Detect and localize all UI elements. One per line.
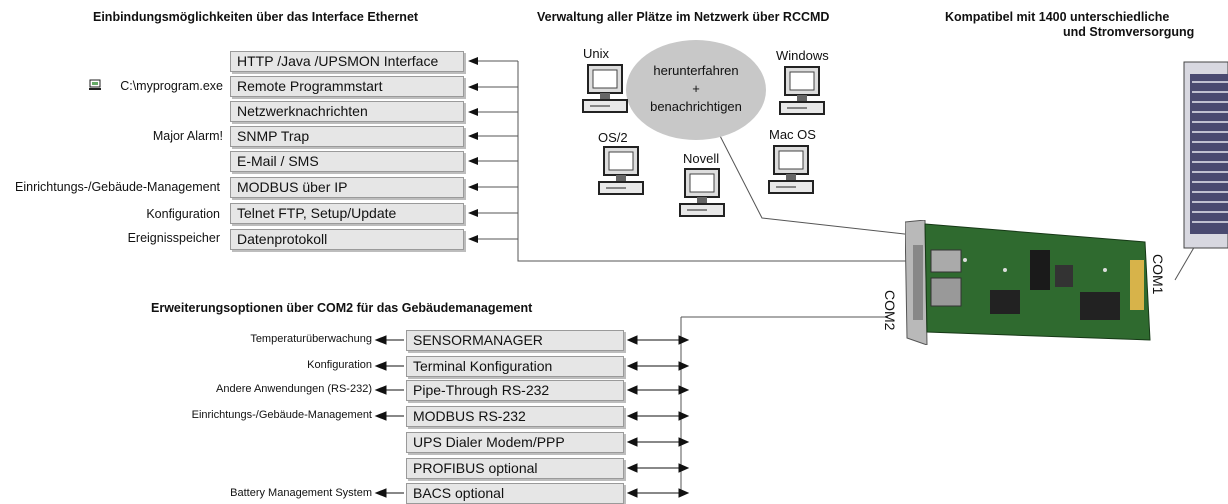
side-label: Einrichtungs-/Gebäude-Management [191,409,372,421]
heading-compat-2: und Stromversorgung [1063,25,1195,39]
os-label-windows: Windows [776,48,829,63]
com2-option: BACS optional [406,483,624,504]
os-label-novell: Novell [683,151,720,166]
port-label-com1: COM1 [1150,254,1166,295]
ethernet-option: Telnet FTP, Setup/Update [230,203,464,224]
heading-com2: Erweiterungsoptionen über COM2 für das G… [151,301,533,315]
computer-icon [89,79,101,91]
ethernet-option: MODBUS über IP [230,177,464,198]
side-label: Konfiguration [146,207,220,221]
heading-rccmd: Verwaltung aller Plätze im Netzwerk über… [537,10,830,24]
com2-option: Pipe-Through RS-232 [406,380,624,401]
os-label-unix: Unix [583,46,610,61]
side-label: Einrichtungs-/Gebäude-Management [15,180,220,194]
com2-option: UPS Dialer Modem/PPP [406,432,624,453]
ethernet-option: HTTP /Java /UPSMON Interface [230,51,464,72]
ethernet-option: E-Mail / SMS [230,151,464,172]
side-label: Ereignisspeicher [127,231,220,245]
com2-option: PROFIBUS optional [406,458,624,479]
ethernet-option: SNMP Trap [230,126,464,147]
side-label: Andere Anwendungen (RS-232) [216,383,372,395]
cloud-text: herunterfahren [653,63,739,78]
ethernet-option: Remote Programmstart [230,76,464,97]
heading-ethernet: Einbindungsmöglichkeiten über das Interf… [93,10,419,24]
side-label: Temperaturüberwachung [250,333,372,345]
side-label: C:\myprogram.exe [120,79,223,93]
side-label: Major Alarm! [152,129,223,143]
ethernet-option: Netzwerknachrichten [230,101,464,122]
com2-option: SENSORMANAGER [406,330,624,351]
os-label-os2: OS/2 [598,130,628,145]
ups-image [1180,60,1228,250]
ethernet-option: Datenprotokoll [230,229,464,250]
network-cloud: herunterfahren + benachrichtigen [626,40,766,140]
port-label-com2: COM2 [882,290,898,331]
side-label: Konfiguration [307,359,372,371]
side-label: Battery Management System [230,487,372,499]
network-card-image [905,220,1160,345]
cloud-text: benachrichtigen [650,99,742,114]
com2-option: Terminal Konfiguration [406,356,624,377]
cloud-text: + [692,81,700,96]
os-label-macos: Mac OS [769,127,816,142]
heading-compat-1: Kompatibel mit 1400 unterschiedliche [945,10,1170,24]
com2-option: MODBUS RS-232 [406,406,624,427]
